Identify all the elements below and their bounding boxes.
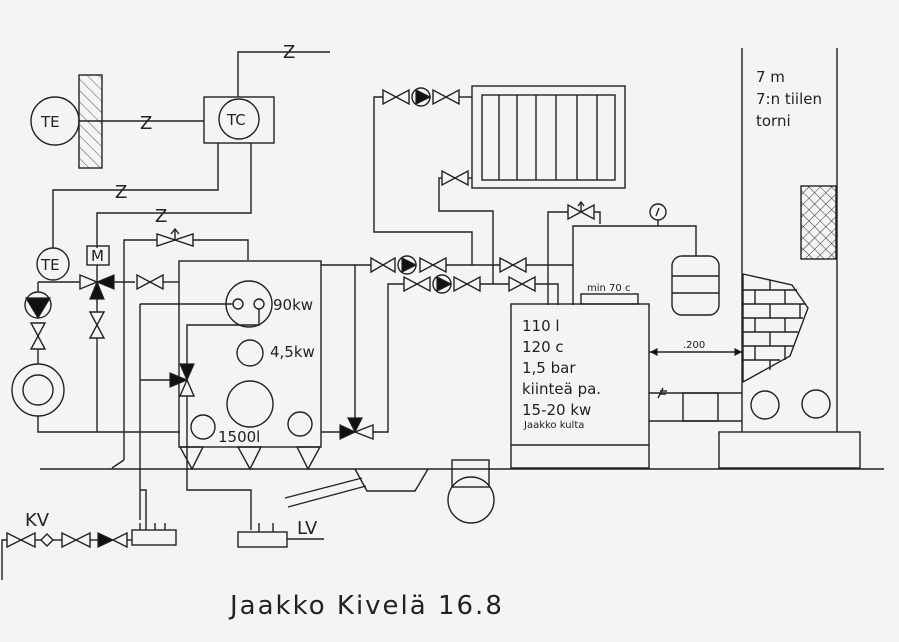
- pipe: [572, 225, 697, 305]
- ash-conveyor: [284, 468, 429, 508]
- circulation-pump-radiator: [411, 87, 432, 107]
- pipe: [373, 96, 473, 265]
- manhole: [226, 380, 274, 428]
- te-supply-label: TE: [40, 256, 60, 274]
- safety-valve-boiler: [567, 200, 595, 221]
- return-pipe: [37, 416, 180, 433]
- circulation-pump: [432, 274, 453, 294]
- gate-valve: [499, 256, 527, 274]
- three-way-valve-tank: [169, 363, 196, 397]
- pipe: [438, 177, 494, 284]
- signal-mark-z: Z: [283, 42, 295, 63]
- gate-valve: [419, 256, 447, 274]
- tc-label: TC: [226, 111, 246, 129]
- hot-water-label: LV: [297, 518, 318, 539]
- ash-container: [447, 459, 495, 524]
- cold-water-manifold: [131, 523, 177, 546]
- gate-valve: [136, 273, 164, 291]
- safety-valve: [156, 227, 194, 247]
- circulation-pump: [397, 255, 418, 275]
- flue-connection: [649, 348, 743, 422]
- signal-line-te: [52, 143, 219, 248]
- signal-mark-z: Z: [140, 113, 152, 134]
- heater-4-5kw-label: 4,5kw: [270, 343, 315, 361]
- flue-dimension-label: .200: [683, 340, 705, 351]
- chimney-hatch: [800, 185, 837, 260]
- gate-valve: [403, 275, 431, 293]
- chimney-tower-label: torni: [756, 112, 791, 130]
- motor-box: [86, 245, 110, 266]
- check-valve: [97, 532, 115, 548]
- pipe: [193, 239, 249, 260]
- signal-mark-z: Z: [155, 206, 167, 227]
- boiler-spec-fuel: kiinteä pa.: [522, 380, 601, 398]
- thermostat-label: min 70 c: [587, 283, 630, 294]
- chimney-brick-label: 7:n tiilen: [756, 90, 822, 108]
- pipe: [186, 396, 252, 530]
- cold-water-inlet: [1, 531, 132, 580]
- pressure-gauge: [649, 203, 667, 226]
- pipe: [140, 489, 147, 530]
- gate-valve: [370, 256, 396, 274]
- pipe: [547, 211, 568, 305]
- circulation-pump-left: [24, 291, 52, 320]
- radiator-circle: [11, 363, 65, 417]
- boiler-spec-volume: 110 l: [522, 317, 560, 335]
- pipe-break: [111, 459, 125, 469]
- gate-valve-vertical: [29, 322, 47, 350]
- boiler-spec-pressure: 1,5 bar: [522, 359, 576, 377]
- thermostat-box: [580, 293, 639, 305]
- te-outdoor-label: TE: [40, 113, 60, 131]
- gate-valve: [453, 275, 481, 293]
- hot-water-manifold: [237, 523, 324, 548]
- tc-circle: [218, 98, 260, 140]
- drawing-title: Jaakko Kivelä 16.8: [228, 591, 504, 621]
- temperature-controller: TC: [203, 96, 275, 144]
- boiler: [510, 293, 650, 469]
- te-supply-circle: [36, 247, 70, 281]
- panel-radiator: [471, 85, 626, 189]
- pipe: [535, 283, 559, 305]
- signal-line-top: [237, 51, 330, 97]
- pipe: [373, 283, 404, 433]
- pipe: [186, 309, 260, 370]
- gate-valve: [382, 88, 410, 106]
- motor-label: M: [91, 247, 104, 265]
- signal-mark-z: Z: [115, 182, 127, 203]
- expansion-tank: [671, 255, 720, 316]
- gate-valve: [432, 88, 460, 106]
- boiler-spec-power: 15-20 kw: [522, 401, 591, 419]
- signal-line-motor: [96, 143, 252, 248]
- brick-chimney: [718, 48, 861, 469]
- tank-volume-label: 1500l: [218, 428, 260, 446]
- strainer: [40, 533, 54, 547]
- chimney-height-label: 7 m: [756, 68, 785, 86]
- heater-90kw-label: 90kw: [273, 296, 313, 314]
- heater-4-5kw: [236, 339, 264, 367]
- three-way-valve-mixing: [339, 417, 374, 441]
- boiler-spec-temp: 120 c: [522, 338, 564, 356]
- gate-valve: [508, 275, 536, 293]
- pipe: [594, 211, 601, 224]
- boiler-maker-label: Jaakko kulta: [523, 420, 584, 431]
- gate-valve-vertical: [88, 311, 106, 339]
- pipe: [123, 239, 158, 460]
- tc-box: [203, 96, 275, 144]
- gate-valve: [441, 169, 469, 187]
- cold-water-label: KV: [25, 510, 50, 531]
